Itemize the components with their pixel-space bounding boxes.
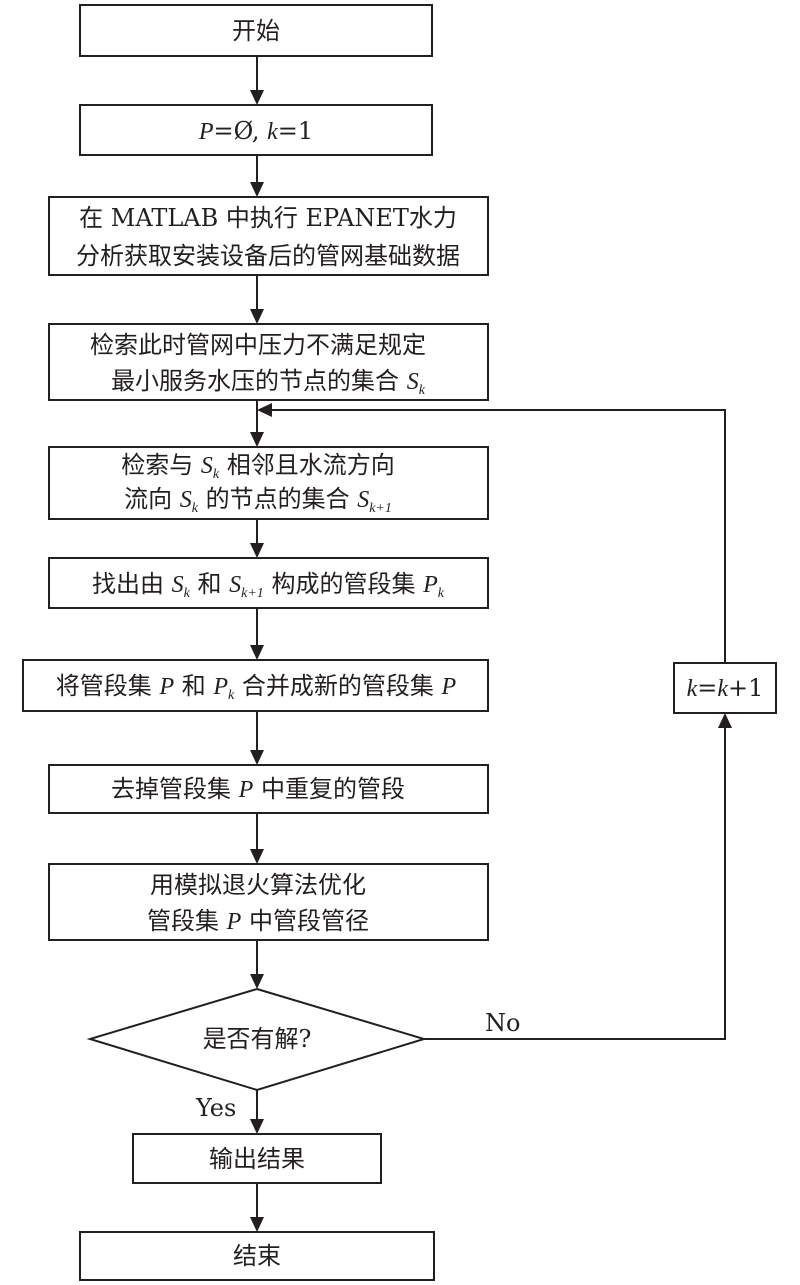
find-pipes-label: 找出由 Sk 和 Sk+1 构成的管段集 Pk: [92, 570, 445, 601]
increment-box: [673, 662, 777, 714]
arrowhead: [257, 403, 272, 417]
increment-label: k=k+1: [687, 674, 764, 702]
optimize-box: [48, 863, 489, 941]
arrowhead: [250, 309, 264, 324]
search-low-pressure-line1: 检索此时管网中压力不满足规定: [90, 331, 426, 359]
arrowhead: [250, 1119, 264, 1134]
optimize-line1: 用模拟退火算法优化: [150, 871, 366, 899]
find-pipes-box: [48, 557, 489, 609]
arrowhead: [250, 90, 264, 105]
output-label: 输出结果: [209, 1145, 305, 1173]
arrowhead: [250, 645, 264, 660]
merge-pipes-box: [22, 659, 489, 712]
decision-diamond: [86, 987, 428, 1092]
connectors: [250, 56, 732, 1232]
no-label: No: [485, 1009, 520, 1037]
merge-pipes-label: 将管段集 P 和 Pk 合并成新的管段集 P: [56, 672, 457, 703]
decision-label: 是否有解?: [203, 1025, 312, 1053]
dedupe-label: 去掉管段集 P 中重复的管段: [111, 775, 405, 803]
arrowhead: [250, 1217, 264, 1232]
run-analysis-line2: 分析获取安装设备后的管网基础数据: [76, 242, 460, 270]
search-low-pressure-line2: 最小服务水压的节点的集合 Sk: [111, 367, 426, 398]
dedupe-box: [48, 764, 489, 814]
search-adjacent-box: [48, 446, 489, 520]
connector-no-branch: [424, 724, 726, 1040]
end-box: [79, 1231, 435, 1281]
output-box: [132, 1133, 382, 1184]
optimize-line2: 管段集 P 中管段管径: [147, 907, 369, 935]
arrowhead: [250, 182, 264, 197]
start-box: [79, 4, 433, 57]
start-label: 开始: [232, 17, 280, 45]
arrowhead: [250, 432, 264, 447]
search-adjacent-line2: 流向 Sk 的节点的集合 Sk+1: [124, 485, 392, 516]
search-adjacent-line1: 检索与 Sk 相邻且水流方向: [121, 451, 395, 482]
arrowhead: [250, 849, 264, 864]
init-box: [79, 104, 433, 156]
run-analysis-box: [48, 196, 489, 276]
connector-loop-back: [268, 409, 726, 663]
init-label: P=Ø, k=1: [198, 117, 313, 145]
arrowhead: [250, 750, 264, 765]
arrowhead: [250, 974, 264, 989]
arrowhead: [718, 713, 732, 728]
yes-label: Yes: [195, 1094, 236, 1122]
end-label: 结束: [233, 1242, 281, 1270]
run-analysis-line1: 在 MATLAB 中执行 EPANET水力: [79, 204, 457, 232]
arrowhead: [250, 543, 264, 558]
search-low-pressure-box: [48, 323, 489, 401]
